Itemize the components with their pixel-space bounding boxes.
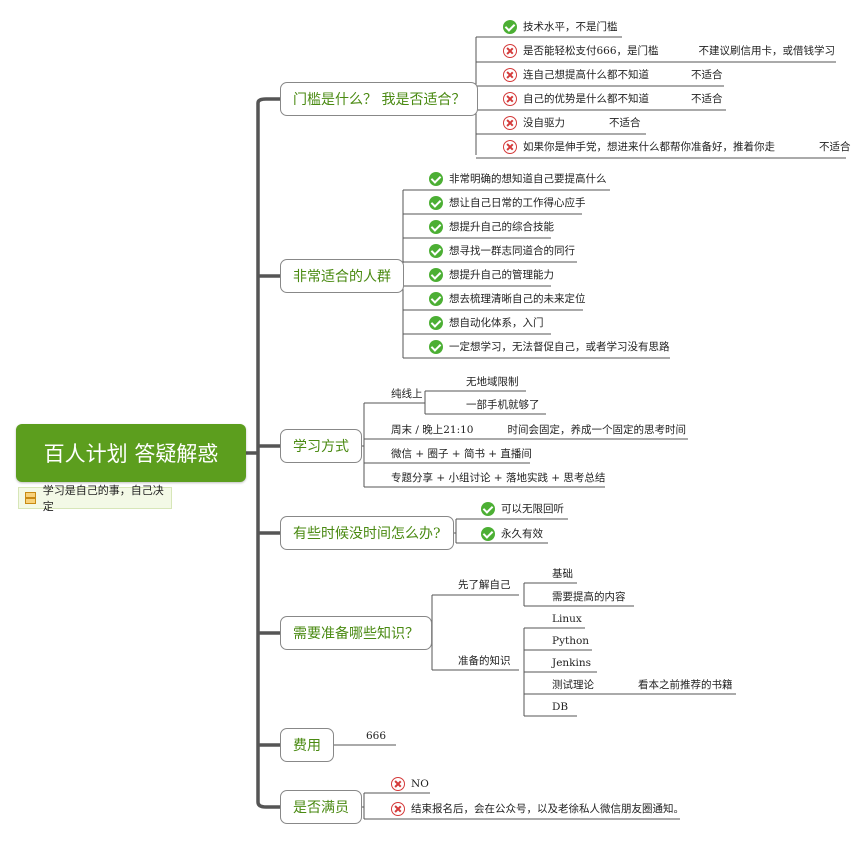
method-activities: 专题分享 + 小组讨论 + 落地实践 + 思考总结 xyxy=(391,472,606,484)
threshold-item: 连自己想提高什么都不知道不适合 xyxy=(503,68,723,82)
knowledge-prepare-item: Linux xyxy=(552,613,582,625)
time-item: 永久有效 xyxy=(481,527,543,541)
root-note-text: 学习是自己的事，自己决定 xyxy=(42,484,164,513)
cross-icon xyxy=(391,802,405,816)
branch-knowledge[interactable]: 需要准备哪些知识？ xyxy=(280,616,432,650)
suitable-item: 想提升自己的管理能力 xyxy=(429,268,554,282)
check-icon xyxy=(481,527,495,541)
full-item: NO xyxy=(391,777,429,791)
knowledge-understand-item: 需要提高的内容 xyxy=(552,591,626,603)
cross-icon xyxy=(503,68,517,82)
fee-value: 666 xyxy=(366,730,387,742)
threshold-item: 如果你是伸手党，想进来什么都帮你准备好，推着你走不适合 xyxy=(503,140,851,154)
check-icon xyxy=(429,268,443,282)
time-item: 可以无限回听 xyxy=(481,502,564,516)
suitable-item: 想提升自己的综合技能 xyxy=(429,220,554,234)
branch-suitable[interactable]: 非常适合的人群 xyxy=(280,259,404,293)
branch-full[interactable]: 是否满员 xyxy=(280,790,362,824)
knowledge-prepare-item: Jenkins xyxy=(552,657,592,669)
knowledge-prepare-item: Python xyxy=(552,635,590,647)
knowledge-understand: 先了解自己 xyxy=(458,579,511,591)
threshold-item: 没自驱力不适合 xyxy=(503,116,641,130)
cross-icon xyxy=(503,44,517,58)
cross-icon xyxy=(391,777,405,791)
check-icon xyxy=(429,244,443,258)
root-note: 学习是自己的事，自己决定 xyxy=(18,484,172,513)
branch-fee[interactable]: 费用 xyxy=(280,728,334,762)
check-icon xyxy=(429,172,443,186)
method-online-item: 一部手机就够了 xyxy=(466,399,540,411)
branch-method[interactable]: 学习方式 xyxy=(280,429,362,463)
method-channels: 微信 + 圈子 + 简书 + 直播间 xyxy=(391,448,532,460)
method-online-item: 无地域限制 xyxy=(466,376,519,388)
check-icon xyxy=(481,502,495,516)
full-item: 结束报名后，会在公众号，以及老徐私人微信朋友圈通知。 xyxy=(391,802,684,816)
knowledge-understand-item: 基础 xyxy=(552,568,573,580)
suitable-item: 想让自己日常的工作得心应手 xyxy=(429,196,586,210)
threshold-item: 技术水平，不是门槛 xyxy=(503,20,618,34)
suitable-item: 想自动化体系，入门 xyxy=(429,316,544,330)
threshold-item: 自己的优势是什么都不知道不适合 xyxy=(503,92,723,106)
check-icon xyxy=(429,220,443,234)
suitable-item: 想去梳理清晰自己的未来定位 xyxy=(429,292,586,306)
note-icon xyxy=(25,492,36,504)
suitable-item: 非常明确的想知道自己要提高什么 xyxy=(429,172,607,186)
cross-icon xyxy=(503,116,517,130)
check-icon xyxy=(429,316,443,330)
check-icon xyxy=(503,20,517,34)
check-icon xyxy=(429,292,443,306)
check-icon xyxy=(429,340,443,354)
threshold-item: 是否能轻松支付666，是门槛不建议刷信用卡，或借钱学习 xyxy=(503,44,835,58)
knowledge-prepare-item: 测试理论看本之前推荐的书籍 xyxy=(552,679,733,691)
cross-icon xyxy=(503,140,517,154)
knowledge-prepare-item: DB xyxy=(552,701,569,713)
branch-time[interactable]: 有些时候没时间怎么办? xyxy=(280,516,454,550)
check-icon xyxy=(429,196,443,210)
suitable-item: 一定想学习，无法督促自己，或者学习没有思路 xyxy=(429,340,670,354)
knowledge-prepare: 准备的知识 xyxy=(458,655,511,667)
root-topic[interactable]: 百人计划 答疑解惑 xyxy=(16,424,246,482)
suitable-item: 想寻找一群志同道合的同行 xyxy=(429,244,575,258)
cross-icon xyxy=(503,92,517,106)
branch-threshold[interactable]: 门槛是什么？ 我是否适合？ xyxy=(280,82,479,116)
method-online: 纯线上 xyxy=(391,388,423,400)
